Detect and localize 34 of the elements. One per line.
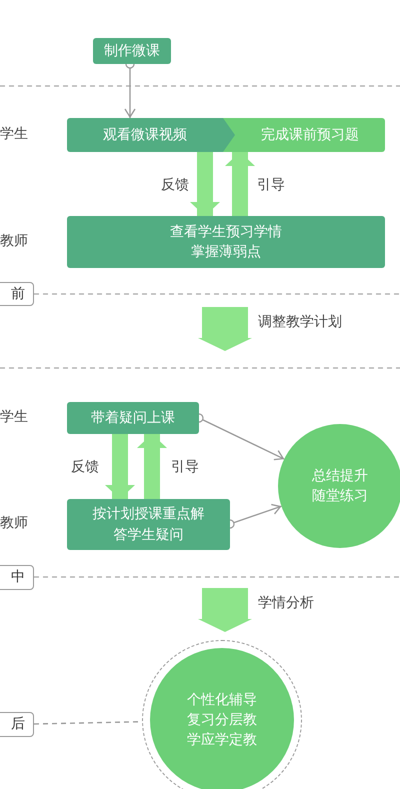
node-text: 查看学生预习学情掌握薄弱点 xyxy=(169,222,283,262)
role-label: 教师 xyxy=(0,514,28,532)
phase-tag xyxy=(0,712,34,737)
phase-label: 后 xyxy=(11,715,25,734)
role-label: 教师 xyxy=(0,232,28,250)
arrow-label: 学情分析 xyxy=(258,594,314,612)
block-arrow xyxy=(190,152,220,216)
phase-tag xyxy=(0,565,34,590)
phase-label: 前 xyxy=(11,284,25,304)
node-text: 个性化辅导复习分层教学应学定教 xyxy=(186,690,258,750)
process-box xyxy=(67,402,199,434)
role-label: 学生 xyxy=(0,408,28,426)
node-text: 完成课前预习题 xyxy=(261,126,359,145)
node-text: 按计划授课重点解答学生疑问 xyxy=(92,505,206,544)
node-text: 带着疑问上课 xyxy=(91,408,175,428)
block-arrow xyxy=(105,434,135,499)
process-box xyxy=(67,216,385,268)
block-arrow xyxy=(225,152,255,216)
process-step xyxy=(223,118,385,152)
edge-label: 引导 xyxy=(256,176,286,194)
edge-label: 反馈 xyxy=(70,458,100,476)
process-box xyxy=(93,38,171,64)
process-step xyxy=(67,118,235,152)
process-box xyxy=(67,499,230,550)
node-text: 制作微课 xyxy=(104,42,160,61)
role-label: 学生 xyxy=(0,125,28,143)
block-arrow xyxy=(137,434,167,499)
node-text: 总结提升随堂练习 xyxy=(311,466,369,506)
arrow-label: 调整教学计划 xyxy=(258,313,342,331)
edge-label: 引导 xyxy=(170,458,200,476)
phase-label: 中 xyxy=(11,568,25,588)
node-text: 观看微课视频 xyxy=(103,126,187,145)
edge-label: 反馈 xyxy=(160,176,190,194)
phase-tag xyxy=(0,282,34,306)
